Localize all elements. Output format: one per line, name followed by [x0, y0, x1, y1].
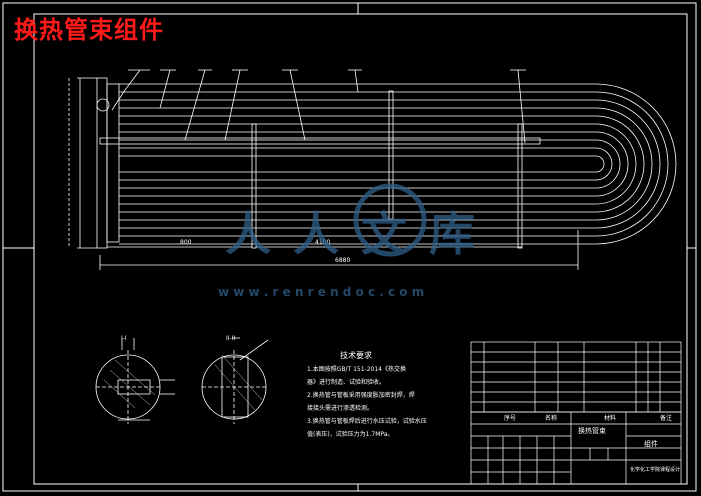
tubesheet [106, 83, 120, 243]
section-label-right: II-II [226, 335, 235, 342]
tech-req-line-4: 接接头需进行渗透检测。 [307, 404, 373, 412]
watermark: 人人文库 w w w . r e n r e n d o c . c o m [218, 183, 497, 299]
u-bend [595, 99, 661, 229]
watermark-brand: 人人文库 [225, 207, 497, 261]
col-header-material: 材料 [604, 414, 616, 422]
u-bend [595, 155, 605, 173]
parts-list [470, 341, 682, 413]
u-bend [595, 131, 629, 197]
watermark-circle [353, 183, 427, 257]
tech-req-line-2: 器》进行制造、试验和验收。 [307, 378, 385, 386]
dim-right: 4100 [315, 239, 330, 246]
tech-req-line-1: 1.本图按照GB/T 151-2014《热交换 [307, 365, 406, 373]
u-bend [595, 123, 637, 205]
tech-req-line-3: 2.换热管与管板采用强度胀加密封焊，焊 [307, 391, 415, 399]
tie-rod [99, 137, 541, 145]
u-bend [595, 83, 677, 245]
u-bend [595, 115, 645, 213]
drawing-title: 换热管束组件 [14, 16, 164, 44]
watermark-url: w w w . r e n r e n d o c . c o m [218, 285, 424, 299]
section-view-right [201, 337, 269, 424]
flange [96, 77, 108, 249]
u-bend [595, 91, 669, 237]
baffle-2 [388, 90, 394, 220]
tech-req-heading: 技术要求 [340, 350, 372, 360]
inner-border [33, 13, 688, 485]
baffle-1 [251, 123, 257, 249]
dim-left: 800 [180, 239, 192, 246]
col-header-no: 序号 [504, 414, 516, 422]
u-bend [595, 107, 653, 221]
section-view-left [95, 338, 175, 424]
tech-req-line-5: 3.换热管与管板焊后进行水压试验，试验水压 [307, 417, 427, 425]
assembly-name: 换热管束 [578, 426, 606, 435]
u-bend [595, 147, 613, 181]
dim-total: 6880 [335, 257, 350, 264]
col-header-remark: 备注 [660, 414, 672, 422]
u-bends [595, 83, 677, 245]
nozzle-circle [96, 98, 110, 112]
section-label-left: I-I [121, 335, 127, 342]
outer-border [2, 2, 697, 492]
tech-req-line-6: 值(表压)，试验压力为1.7MPa。 [307, 430, 393, 438]
u-bend [595, 139, 621, 189]
title-block [470, 411, 682, 485]
baffle-3 [517, 123, 523, 249]
col-header-name: 名称 [545, 414, 557, 422]
part-label: 组件 [644, 439, 658, 448]
company-name: 化学化工学院课程设计 [630, 466, 680, 473]
